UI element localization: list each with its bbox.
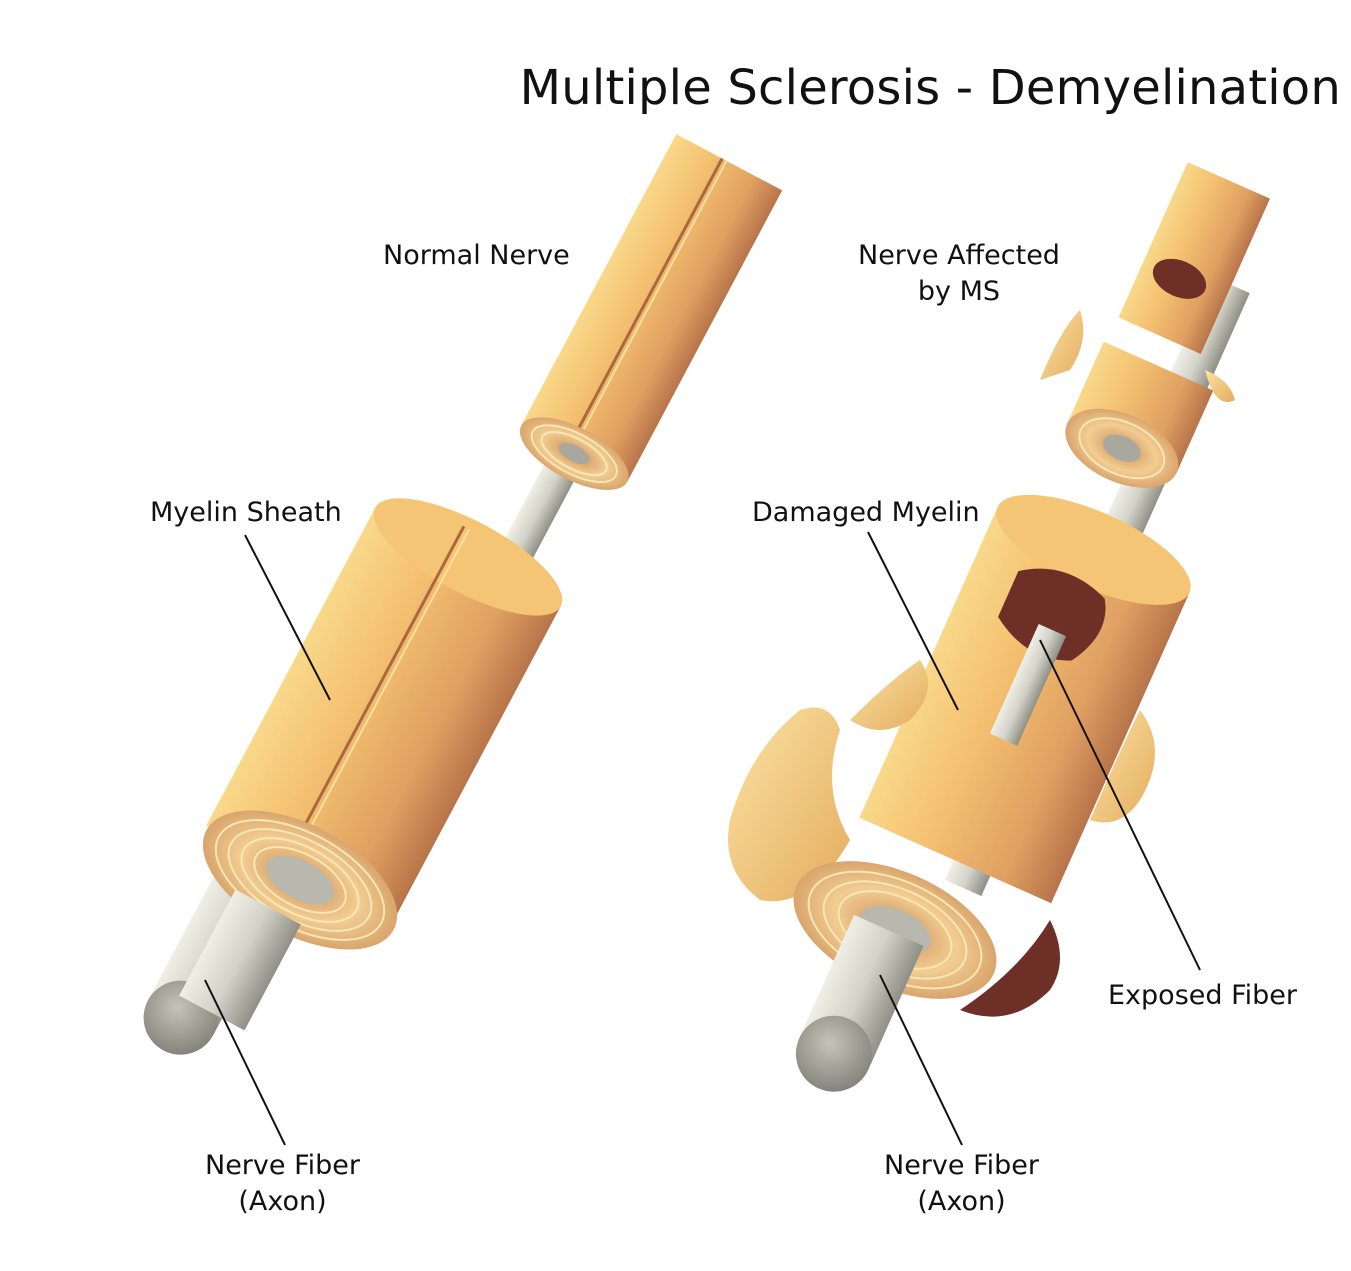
label-nerve-fiber-left: Nerve Fiber (Axon): [205, 1148, 360, 1220]
label-exposed-fiber: Exposed Fiber: [1108, 980, 1298, 1011]
leader-damaged-myelin: [867, 531, 959, 711]
label-nerve-fiber-right-line2: (Axon): [917, 1186, 1006, 1217]
leader-exposed-fiber: [1039, 639, 1201, 971]
label-nerve-affected-line1: Nerve Affected: [858, 240, 1060, 271]
label-damaged-myelin: Damaged Myelin: [752, 497, 980, 528]
torn-flake-small-left: [1040, 310, 1084, 380]
label-normal-nerve: Normal Nerve: [383, 240, 570, 271]
torn-flake-right: [1090, 710, 1155, 823]
affected-mid-sheath: [1065, 341, 1214, 488]
label-nerve-affected: Nerve Affected by MS: [858, 238, 1060, 310]
affected-lower-axon: [795, 914, 924, 1092]
label-nerve-fiber-right: Nerve Fiber (Axon): [884, 1148, 1039, 1220]
affected-top-sheath: [1118, 162, 1270, 354]
label-myelin-sheath: Myelin Sheath: [150, 497, 342, 528]
label-nerve-affected-line2: by MS: [917, 276, 1001, 307]
leader-lines: [204, 531, 1201, 1146]
label-nerve-fiber-left-line2: (Axon): [238, 1186, 327, 1217]
damage-shadow: [960, 920, 1060, 1017]
torn-flake-left: [728, 707, 850, 902]
leader-nerve-fiber-left: [204, 979, 286, 1146]
leader-myelin-sheath: [244, 534, 331, 701]
leader-nerve-fiber-right: [879, 974, 963, 1146]
normal-upper-sheath: [519, 134, 783, 490]
normal-nerve-illustration: [143, 134, 783, 1055]
label-nerve-fiber-right-line1: Nerve Fiber: [884, 1150, 1039, 1181]
torn-flake-small-right: [1205, 370, 1235, 402]
torn-flake-upper: [850, 660, 928, 730]
page-title: Multiple Sclerosis - Demyelination: [519, 60, 1341, 116]
label-nerve-fiber-left-line1: Nerve Fiber: [205, 1150, 360, 1181]
